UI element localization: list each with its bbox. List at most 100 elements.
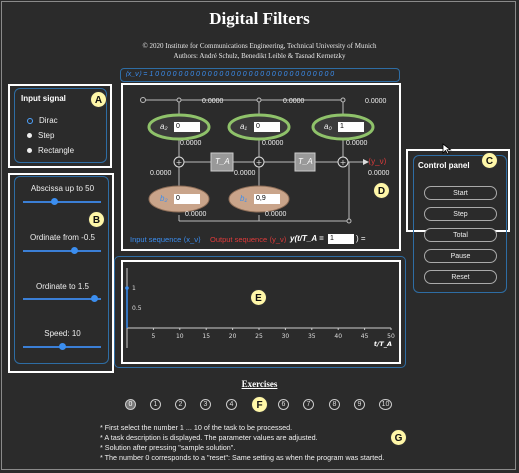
exercise-0[interactable]: 0 <box>125 399 136 410</box>
plot-x-tick-label: 50 <box>387 333 395 340</box>
coef-a0-input[interactable]: 1 <box>338 122 364 132</box>
radio-dirac[interactable]: Dirac <box>27 116 58 125</box>
exercise-1[interactable]: 1 <box>150 399 161 410</box>
node-value-6: 0.0000 <box>346 140 368 147</box>
radio-step-label: Step <box>38 131 55 140</box>
radio-rectangle-dot[interactable] <box>27 148 32 153</box>
svg-text:+: + <box>176 158 183 167</box>
query-input[interactable]: 1 <box>328 234 354 244</box>
node-value-8: 0.0000 <box>234 170 256 177</box>
node-value-11: 0.0000 <box>265 211 287 218</box>
coef-b1-label: b₁ <box>240 194 247 203</box>
plot-x-tick-label: 25 <box>255 333 263 340</box>
delay-block-2 <box>294 152 316 172</box>
output-arrow-icon <box>363 159 369 165</box>
marker-b: B <box>88 211 105 228</box>
adder-2-icon <box>253 156 265 168</box>
exercise-8[interactable]: 8 <box>329 399 340 410</box>
coef-b2-input[interactable]: 0 <box>174 194 200 204</box>
plot-x-tick-label: 10 <box>176 333 184 340</box>
svg-text:+: + <box>340 158 347 167</box>
exercise-9[interactable]: 9 <box>354 399 365 410</box>
section-b-frame <box>8 173 114 373</box>
output-sequence-label: Output sequence ⟨y_ν⟩ <box>210 235 287 244</box>
slider-ordinate-to-track[interactable] <box>23 295 101 302</box>
slider-abscissa-thumb[interactable] <box>51 198 58 205</box>
slider-ordinate-from-track[interactable] <box>23 247 101 254</box>
section-d-frame <box>121 83 401 251</box>
node-value-3: 0.0000 <box>365 98 387 105</box>
plot-x-tick-label: 20 <box>229 333 237 340</box>
input-sequence-strip: ⟨x_ν⟩ = 1 0 0 0 0 0 0 0 0 0 0 0 0 0 0 0 … <box>120 68 400 82</box>
delay-label-2: T_A <box>298 157 313 166</box>
plot-x-tick-label: 15 <box>202 333 210 340</box>
node-value-5: 0.0000 <box>262 140 284 147</box>
radio-step-dot[interactable] <box>27 133 32 138</box>
coef-a1-input[interactable]: 0 <box>254 122 280 132</box>
slider-abscissa-track[interactable] <box>23 198 101 205</box>
plot-outer-frame <box>114 256 406 368</box>
coef-b1-input[interactable]: 0,9 <box>254 194 280 204</box>
node-value-2: 0.0000 <box>283 98 305 105</box>
section-e-frame <box>121 260 401 364</box>
note-2: * A task description is displayed. The p… <box>100 433 318 442</box>
delay-label-1: T_A <box>215 157 230 166</box>
exercise-3[interactable]: 3 <box>200 399 211 410</box>
query-prefix: y(t/T_A = <box>290 234 324 243</box>
coef-a0-label: a₀ <box>324 122 332 131</box>
note-1: * First select the number 1 ... 10 of th… <box>100 423 293 432</box>
section-a-frame <box>8 84 112 168</box>
plot-x-tick-label: 40 <box>334 333 342 340</box>
exercise-4[interactable]: 4 <box>226 399 237 410</box>
plot-x-tick-label: 30 <box>282 333 290 340</box>
page-title: Digital Filters <box>209 9 310 28</box>
slider-speed-label: Speed: 10 <box>44 329 81 338</box>
exercise-7[interactable]: 7 <box>303 399 314 410</box>
marker-f: F <box>251 396 268 413</box>
reset-button[interactable]: Reset <box>424 270 497 284</box>
slider-ordinate-from-thumb[interactable] <box>71 247 78 254</box>
marker-c: C <box>481 152 498 169</box>
coef-a2-input[interactable]: 0 <box>174 122 200 132</box>
delay-block-1 <box>210 152 234 172</box>
exercise-2[interactable]: 2 <box>175 399 186 410</box>
filter-diagram: + + + <box>140 97 375 224</box>
step-button[interactable]: Step <box>424 207 497 221</box>
input-sequence-strip-text: ⟨x_ν⟩ = 1 0 0 0 0 0 0 0 0 0 0 0 0 0 0 0 … <box>125 71 335 78</box>
pause-button[interactable]: Pause <box>424 249 497 263</box>
coef-a1-label: a₁ <box>240 122 247 131</box>
start-button[interactable]: Start <box>424 186 497 200</box>
note-3: * Solution after pressing "sample soluti… <box>100 443 236 452</box>
radio-rectangle[interactable]: Rectangle <box>27 146 74 155</box>
slider-ordinate-to-thumb[interactable] <box>91 295 98 302</box>
node-value-10: 0.0000 <box>185 211 207 218</box>
svg-text:+: + <box>256 158 263 167</box>
adder-3-icon <box>337 156 349 168</box>
adder-1-icon <box>173 156 185 168</box>
slider-speed-thumb[interactable] <box>59 343 66 350</box>
control-panel-title: Control panel <box>418 161 470 170</box>
radio-rectangle-label: Rectangle <box>38 146 75 155</box>
node-value-4: 0.0000 <box>180 140 202 147</box>
marker-e: E <box>250 289 267 306</box>
plot-y-tick-label: 0.5 <box>132 305 142 312</box>
exercise-10[interactable]: 10 <box>379 399 392 410</box>
node-value-7: 0.0000 <box>150 170 172 177</box>
input-sequence-label: Input sequence ⟨x_ν⟩ <box>130 235 201 244</box>
node-value-1: 0.0000 <box>202 98 224 105</box>
plot-point <box>125 286 129 290</box>
marker-g: G <box>390 429 407 446</box>
exercise-6[interactable]: 6 <box>278 399 289 410</box>
slider-ordinate-to-label: Ordinate to 1.5 <box>36 282 89 291</box>
exercises-title: Exercises <box>241 379 278 389</box>
sliders-panel: Abscissa up to 50 Ordinate from -0.5 Ord… <box>14 176 109 364</box>
slider-speed-track[interactable] <box>23 343 101 350</box>
radio-dirac-dot[interactable] <box>27 117 33 124</box>
total-button[interactable]: Total <box>424 228 497 242</box>
coef-b2-label: b₂ <box>160 194 168 203</box>
radio-step[interactable]: Step <box>27 131 54 140</box>
credit-line-2: Authors: André Schulz, Benedikt Leible &… <box>173 52 346 60</box>
plot-x-tick-label: 5 <box>151 333 155 340</box>
